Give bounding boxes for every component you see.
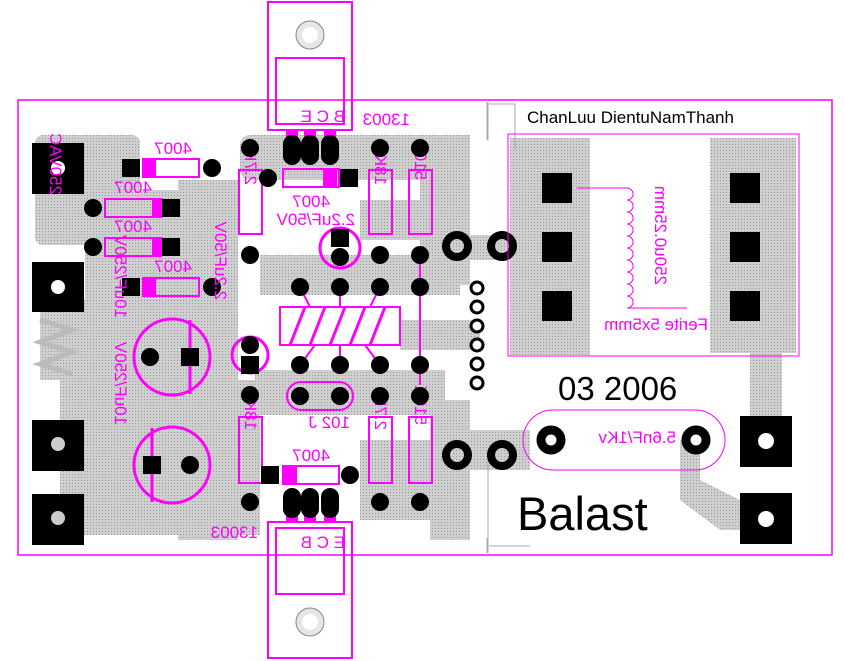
diode-1: 4007 <box>122 139 221 178</box>
choke <box>279 255 421 385</box>
transistor-bottom: E C B 13003 <box>211 488 353 659</box>
author-text: ChanLuu DientuNamThanh <box>527 108 734 127</box>
diode-4: 4007 <box>122 257 221 297</box>
svg-text:4007: 4007 <box>114 217 152 236</box>
svg-text:4007: 4007 <box>114 178 152 197</box>
connector-right <box>740 416 792 544</box>
transistor-bottom-label: 13003 <box>211 523 258 542</box>
svg-text:2.2uF/50V: 2.2uF/50V <box>211 221 230 300</box>
transistor-top: B C E 13003 <box>267 1 410 165</box>
transformer: 250u0.25mm Ferite 5x5mm <box>507 133 800 357</box>
transformer-wire-label: 250u0.25mm <box>651 186 670 285</box>
capacitor-small: 2.2uF/50V <box>211 221 270 375</box>
svg-text:10uF/250V: 10uF/250V <box>111 341 130 425</box>
large-pads <box>442 231 517 470</box>
svg-text:10uF/250V: 10uF/250V <box>111 234 130 318</box>
transistor-top-pins: B C E <box>301 107 345 126</box>
capacitor-102: 102 J <box>286 381 354 432</box>
board-outline <box>17 99 833 556</box>
diode-2: 4007 <box>84 178 180 218</box>
svg-text:4007: 4007 <box>154 257 192 276</box>
svg-text:4007: 4007 <box>292 446 330 465</box>
transistor-bottom-pins: E C B <box>301 533 345 552</box>
connector-left: 250VAC <box>32 133 84 545</box>
cap-top-label: 2.2uF/50V <box>276 210 355 229</box>
diode-3: 4007 <box>84 217 180 257</box>
svg-text:4007: 4007 <box>292 192 330 211</box>
svg-text:18K: 18K <box>241 399 260 430</box>
cap-hv-label: 5.6nF/1Kv <box>598 428 676 447</box>
capacitor-electrolytic-1: 10uF/250V <box>111 234 212 397</box>
board-name: Balast <box>517 487 648 540</box>
svg-text:18K: 18K <box>371 154 390 185</box>
capacitor-hv: 5.6nF/1Kv <box>522 409 726 471</box>
transformer-core-label: Ferite 5x5mm <box>604 315 708 334</box>
svg-text:102 J: 102 J <box>308 413 350 432</box>
diode-6: 4007 <box>261 446 359 485</box>
input-voltage-label: 250VAC <box>46 133 65 195</box>
transistor-top-label: 13003 <box>363 110 410 129</box>
capacitor-small-top <box>318 226 362 270</box>
capacitor-electrolytic-2: 10uF/250V <box>111 341 212 505</box>
frame-lines <box>486 102 530 553</box>
pads <box>241 139 429 511</box>
diode-5: 4007 2.2uF/50V <box>259 168 358 229</box>
svg-text:4007: 4007 <box>154 139 192 158</box>
date-text: 03 2006 <box>558 370 677 407</box>
pad-column <box>469 280 485 391</box>
svg-text:2.7K: 2.7K <box>241 149 260 185</box>
